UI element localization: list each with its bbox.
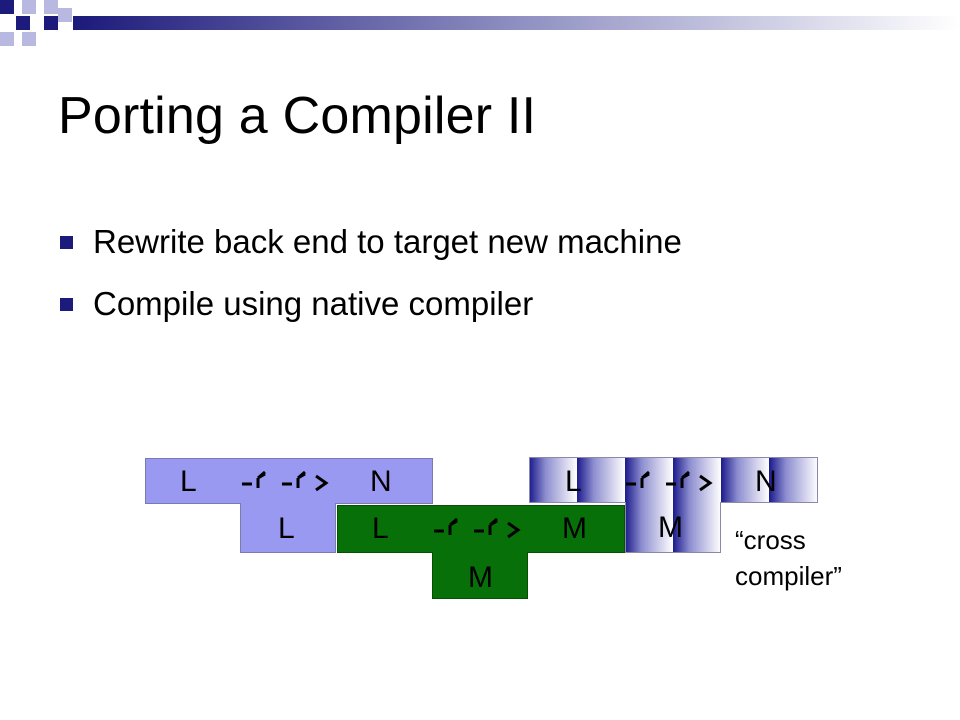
arrow-icon [430,513,526,548]
bullet-item-2: Compile using native compiler [93,285,534,322]
header-squares-icon [0,0,960,46]
header-decoration [0,0,960,60]
bullet-square-icon [60,236,73,249]
t-diagram-middle-bar [337,505,625,553]
t-diagram-left-stem [240,503,336,553]
cross-compiler-note-line2: compiler” [735,561,842,591]
arrow-icon [238,466,334,501]
t-left-impl-label: L [278,512,295,545]
t-right-target-label: N [755,465,777,498]
t-middle-target-label: M [562,512,587,545]
t-left-source-label: L [180,465,197,498]
bullet-item-1: Rewrite back end to target new machine [93,223,682,260]
cross-compiler-note: “cross compiler” [735,522,842,594]
t-diagram-right-shape [529,457,818,553]
arrow-icon [622,466,718,501]
t-right-source-label: L [565,465,582,498]
t-right-impl-label: M [658,511,683,544]
t-middle-source-label: L [372,512,389,545]
t-diagram-middle-stem [432,552,528,599]
t-diagram-left-bar [145,458,433,504]
bullet-square-icon [60,298,73,311]
slide-title: Porting a Compiler II [58,87,537,145]
cross-compiler-note-line1: “cross [735,525,806,555]
t-middle-impl-label: M [468,561,493,594]
t-left-target-label: N [370,465,392,498]
